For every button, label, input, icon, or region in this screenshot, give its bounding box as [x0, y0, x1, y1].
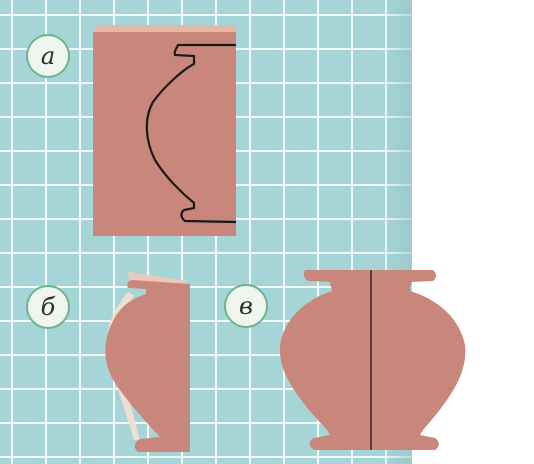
- figure-a-paper: [93, 32, 236, 236]
- label-b-badge: б: [26, 285, 70, 329]
- figure-v-vase: [280, 270, 466, 450]
- figure-b: [105, 272, 190, 452]
- label-a-badge: а: [26, 34, 70, 78]
- figure-v: [280, 270, 466, 450]
- figure-a: [93, 25, 236, 236]
- label-b-text: б: [41, 293, 56, 321]
- label-v-text: в: [239, 292, 253, 320]
- label-a-text: а: [41, 42, 55, 70]
- figure-b-half-vase: [105, 280, 190, 452]
- label-v-badge: в: [224, 284, 268, 328]
